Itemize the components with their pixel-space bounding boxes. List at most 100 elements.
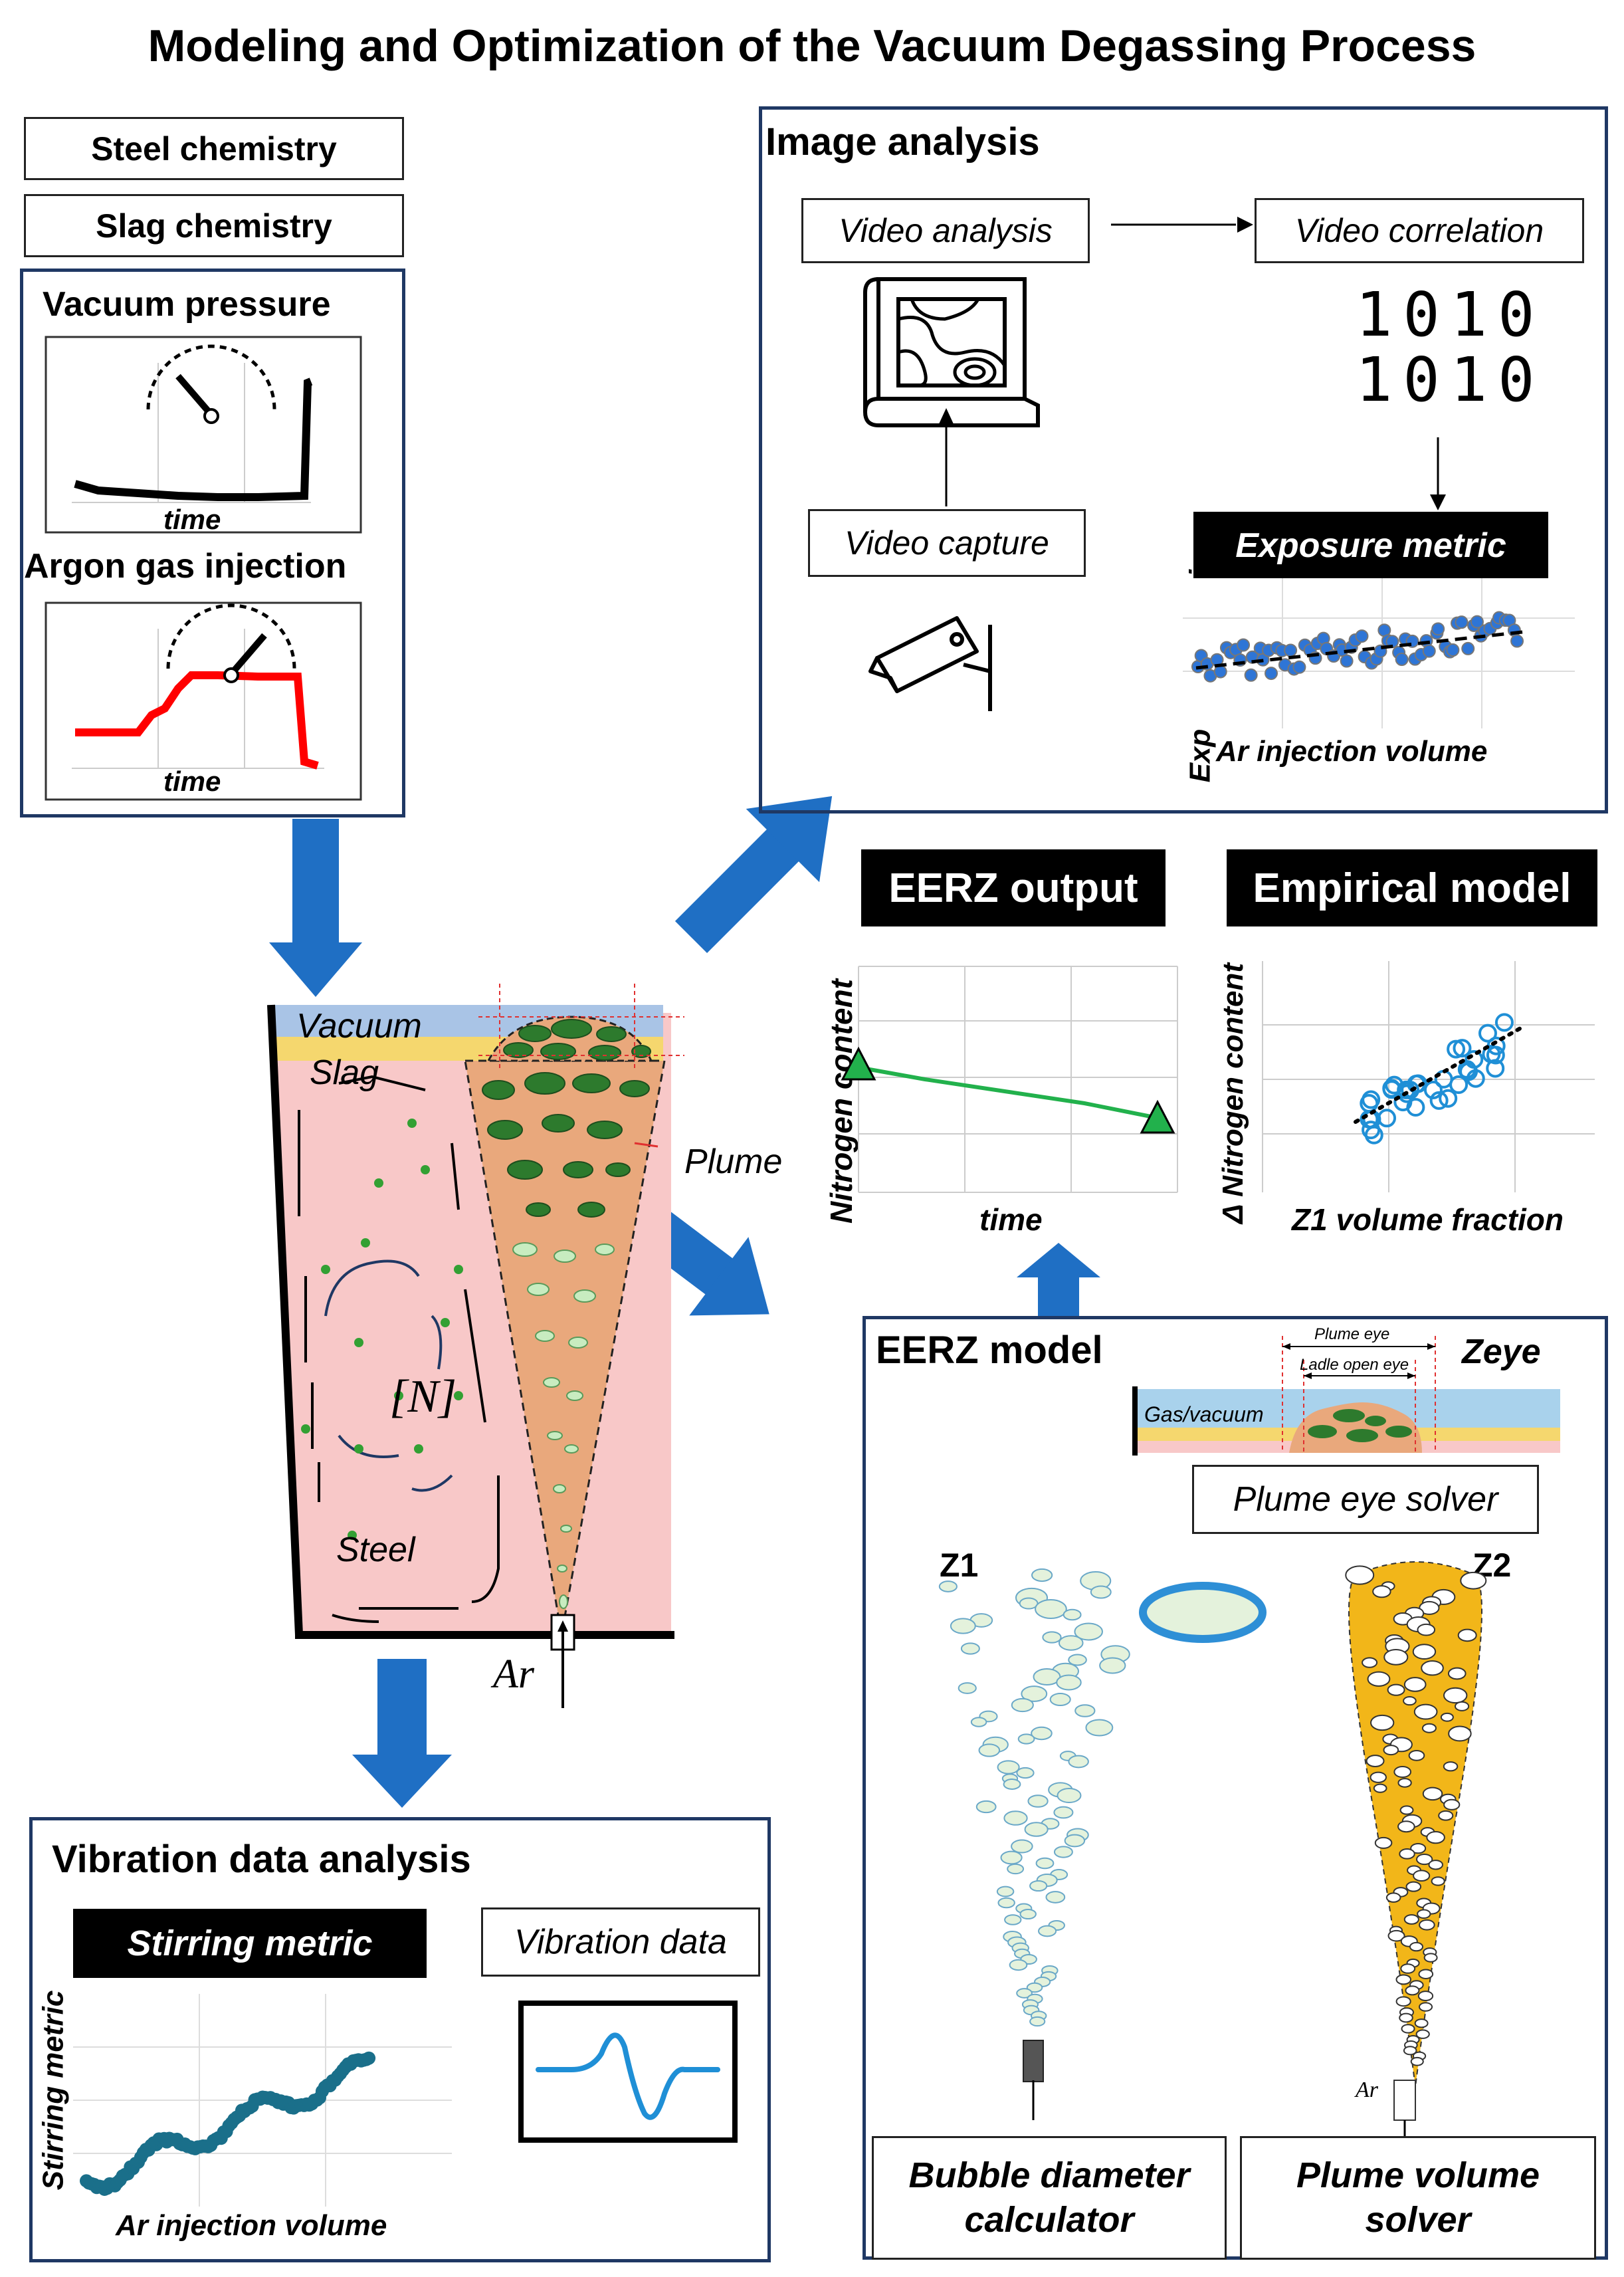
z2-bubble	[1374, 1836, 1393, 1849]
exposure-chart-xlabel: Ar injection volume	[1216, 735, 1488, 768]
z2-bubble	[1395, 1996, 1411, 2007]
argon-gauge-icon	[166, 603, 296, 683]
exposure-point	[1237, 638, 1251, 652]
z1-bubble	[1058, 1635, 1084, 1651]
ladle-nitrogen-label: [N]	[389, 1371, 457, 1422]
exposure-point	[1395, 653, 1409, 667]
z1-bubble	[997, 1760, 1020, 1775]
eerz-model-panel	[863, 1316, 1608, 2260]
z2-bubble	[1409, 1941, 1424, 1952]
z2-bubble	[1419, 1919, 1435, 1931]
plume-eye-solver-box: Plume eye solver	[1192, 1465, 1539, 1534]
process-inputs-panel	[20, 269, 405, 817]
vibration-title: Vibration data analysis	[52, 1838, 471, 1881]
z2-bubble	[1412, 1644, 1437, 1660]
z2-bubble	[1372, 1585, 1391, 1598]
z2-bubble	[1410, 1842, 1427, 1854]
z1-bubble	[1016, 1767, 1035, 1779]
vacuum-pressure-chart	[45, 336, 362, 534]
z1-bubble	[1024, 1822, 1049, 1837]
ladle-slag-label: Slag	[310, 1053, 379, 1092]
z2-bubble	[1418, 1969, 1434, 1979]
z2-bubble	[1414, 2018, 1429, 2028]
exposure-point	[1431, 622, 1445, 636]
empirical-model-ylabel: Δ Nitrogen content	[1217, 962, 1250, 1224]
z2-bubble	[1416, 1853, 1433, 1866]
z2-bubble	[1421, 1723, 1437, 1733]
video-correlation-box: Video correlation	[1255, 198, 1584, 263]
exposure-point	[1455, 615, 1469, 629]
exposure-point	[1292, 660, 1306, 674]
nitrogen-line	[858, 1065, 1158, 1120]
exposure-point	[1244, 668, 1258, 682]
z1-bubble	[978, 1743, 1001, 1757]
z2-bubble	[1413, 1703, 1438, 1720]
z1-bubble	[1009, 1959, 1028, 1971]
z2-bubble	[1399, 1848, 1415, 1860]
z2-bubble	[1431, 1876, 1445, 1886]
exposure-metric-header: Exposure metric	[1193, 512, 1548, 580]
z2-bubble	[1408, 1749, 1425, 1761]
stirring-scatter-points	[80, 2051, 376, 2196]
z2-bubble	[1423, 1953, 1438, 1963]
z2-bubble	[1460, 1571, 1487, 1590]
z2-bubble	[1443, 1798, 1461, 1810]
z2-bubble	[1399, 2012, 1413, 2023]
video-capture-box: Video capture	[808, 509, 1086, 577]
z1-bubble	[1074, 1704, 1096, 1717]
z1-bubble	[1003, 1810, 1028, 1826]
exposure-point	[1284, 643, 1298, 657]
z1-bubble	[1045, 1891, 1066, 1903]
stirring-chart-xlabel: Ar injection volume	[116, 2209, 387, 2242]
z2-bubble	[1366, 1755, 1385, 1767]
ladle-open-eye-label: Ladle open eye	[1300, 1356, 1409, 1374]
z2-bubble	[1457, 1628, 1477, 1642]
z2-bubble	[1345, 1565, 1375, 1585]
z1-bubble	[1068, 1654, 1087, 1666]
gas-vacuum-label: Gas/vacuum	[1144, 1402, 1264, 1426]
nitrogen-end-marker	[1140, 1099, 1175, 1134]
z1-bubble	[1090, 1585, 1112, 1599]
z1-bubble	[1064, 1834, 1086, 1848]
empirical-trend-line	[1354, 1026, 1524, 1124]
empirical-model-title: Empirical model	[1253, 865, 1572, 911]
vibration-data-label: Vibration data	[514, 1923, 727, 1961]
empirical-scatter-points	[1360, 1013, 1514, 1144]
empirical-point	[1486, 1045, 1505, 1065]
exposure-point	[1213, 665, 1227, 679]
z2-bubble	[1455, 1701, 1470, 1711]
exposure-metric-label: Exposure metric	[1235, 526, 1506, 565]
plume-eye-diagram	[1132, 1336, 1560, 1456]
exposure-point	[1340, 654, 1354, 668]
z2-bubble	[1440, 1712, 1454, 1722]
empirical-point	[1486, 1059, 1505, 1078]
z1-bubble	[1011, 1697, 1034, 1713]
z1-bubble	[1053, 1846, 1073, 1858]
plume-volume-solver-box: Plume volume solver	[1240, 2136, 1596, 2260]
image-analysis-title: Image analysis	[765, 120, 1040, 163]
z1-bubble	[1004, 1914, 1022, 1925]
zeye-label: Zeye	[1462, 1333, 1541, 1371]
z1-bubble	[938, 1580, 958, 1592]
z2-bubble	[1370, 1771, 1387, 1783]
video-capture-label: Video capture	[845, 524, 1049, 562]
z2-bubble	[1362, 1657, 1378, 1668]
empirical-point	[1447, 1039, 1466, 1059]
eerz-output-chart	[841, 966, 1178, 1193]
z2-bubble	[1399, 1805, 1414, 1815]
z1-bubble	[1057, 1787, 1082, 1804]
z2-bubble	[1443, 1761, 1459, 1772]
z2-bubble	[1385, 1892, 1401, 1903]
eerz-output-xlabel: time	[979, 1202, 1043, 1237]
eerz-output-title: EERZ output	[888, 865, 1138, 911]
z1-bubble	[1056, 1674, 1082, 1691]
exposure-point	[1446, 643, 1460, 657]
z1-bubble	[1011, 1839, 1033, 1854]
binary-line-2: 1010	[1356, 344, 1546, 415]
plume-eye-label: Plume eye	[1314, 1325, 1390, 1343]
map-analysis-icon	[863, 276, 1040, 427]
plume-eye-solver-label: Plume eye solver	[1233, 1480, 1498, 1519]
z1-bubble	[1019, 1908, 1037, 1920]
